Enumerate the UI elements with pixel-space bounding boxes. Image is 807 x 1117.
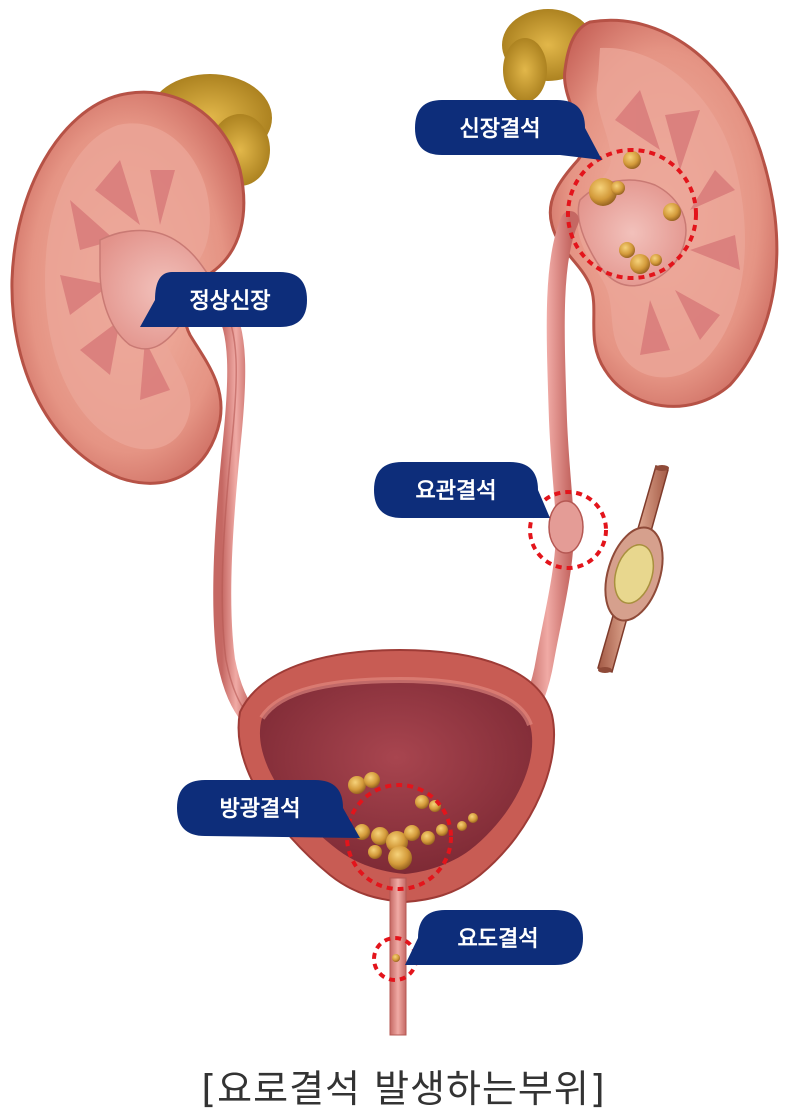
diagram-caption: [요로결석 발생하는부위]	[201, 1067, 606, 1111]
right-ureter	[516, 211, 579, 727]
label-urethra-stone-text: 요도결석	[458, 927, 539, 952]
label-urethra-stone: 요도결석	[405, 910, 583, 965]
bladder-stone-highlight	[345, 783, 453, 891]
label-kidney-stone: 신장결석	[415, 100, 602, 160]
label-ureter-stone-text: 요관결석	[416, 479, 497, 504]
ureter-stone-inset	[597, 465, 669, 673]
ureter-stone-bulge	[548, 500, 584, 554]
label-normal-kidney-text: 정상신장	[190, 289, 271, 314]
left-kidney	[10, 90, 246, 485]
ureter-stone-highlight	[528, 490, 608, 570]
kidney-stone-highlight	[566, 148, 698, 280]
label-ureter-stone: 요관결석	[374, 462, 550, 518]
label-bladder-stone: 방광결석	[177, 780, 360, 838]
label-bladder-stone-text: 방광결석	[220, 797, 301, 822]
kidney-stones	[589, 151, 681, 274]
urethra-stone	[392, 954, 400, 962]
label-kidney-stone-text: 신장결석	[460, 117, 541, 142]
label-normal-kidney: 정상신장	[140, 272, 307, 327]
